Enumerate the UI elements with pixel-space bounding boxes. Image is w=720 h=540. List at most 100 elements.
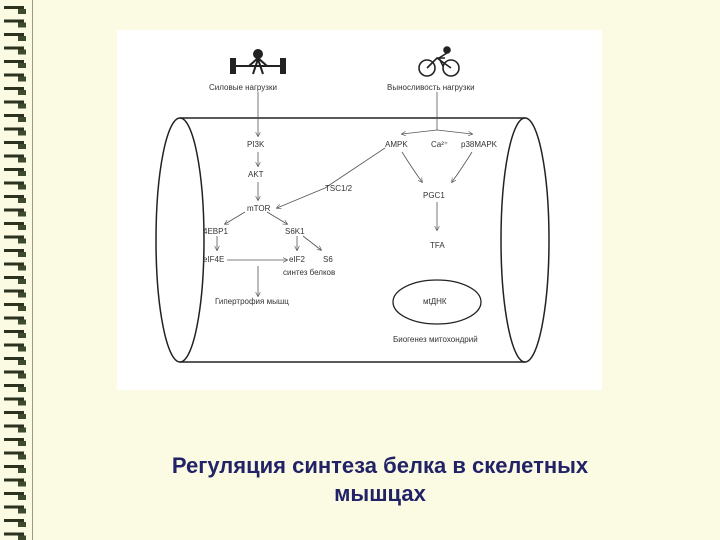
spiral-ring-hole <box>18 9 26 14</box>
spiral-ring-hole <box>18 495 26 500</box>
node-eif4e: eIF4E <box>203 255 225 264</box>
spiral-ring-hole <box>18 414 26 419</box>
node-ca: Ca²⁺ <box>431 140 449 149</box>
spiral-ring-hole <box>18 265 26 271</box>
spiral-ring-hole <box>18 508 26 514</box>
spiral-ring <box>4 33 24 36</box>
slide-title: Регуляция синтеза белка в скелетных мышц… <box>90 452 670 508</box>
spiral-ring <box>4 87 24 90</box>
spiral-ring <box>4 424 24 428</box>
node-pi3k: PI3K <box>247 140 265 149</box>
spiral-ring-hole <box>18 63 26 68</box>
spiral-ring-hole <box>18 427 26 433</box>
spiral-binding-decoration <box>4 6 26 540</box>
spiral-ring-hole <box>18 36 26 41</box>
spiral-ring-hole <box>18 306 26 311</box>
spiral-ring-hole <box>18 454 26 460</box>
spiral-ring-hole <box>18 346 26 352</box>
node-mtdna: мtДНК <box>423 297 447 306</box>
spiral-ring-hole <box>18 90 26 95</box>
spiral-ring-hole <box>18 292 26 298</box>
node-mtor: mTOR <box>247 204 271 213</box>
spiral-ring <box>4 303 24 306</box>
spiral-ring <box>4 46 24 50</box>
spiral-ring-hole <box>18 522 26 527</box>
node-pgc1: PGC1 <box>423 191 445 200</box>
spiral-ring <box>4 343 24 347</box>
spiral-ring <box>4 195 24 198</box>
spiral-ring <box>4 451 24 455</box>
spiral-ring <box>4 100 24 104</box>
cyclist-icon <box>418 46 460 77</box>
spiral-ring-hole <box>18 481 26 487</box>
node-akt: AKT <box>248 170 264 179</box>
spiral-ring <box>4 114 24 117</box>
node-p38mapk: p38MAPK <box>461 140 498 149</box>
spiral-ring-hole <box>18 319 26 325</box>
spiral-ring-hole <box>18 400 26 406</box>
spiral-ring <box>4 492 24 495</box>
spiral-ring <box>4 276 24 279</box>
spiral-ring <box>4 438 24 441</box>
node-tsc: TSC1/2 <box>325 184 353 193</box>
spiral-ring <box>4 181 24 185</box>
spiral-ring <box>4 384 24 387</box>
muscle-fiber-right-end <box>500 117 550 363</box>
spiral-ring <box>4 208 24 212</box>
spiral-ring <box>4 478 24 482</box>
spiral-ring <box>4 249 24 252</box>
input-left-label: Силовые нагрузки <box>209 83 277 92</box>
node-ampk: AMPK <box>385 140 408 149</box>
slide-title-line-1: Регуляция синтеза белка в скелетных <box>171 453 589 478</box>
spiral-ring <box>4 397 24 401</box>
spiral-ring-hole <box>18 117 26 122</box>
spiral-ring <box>4 532 24 536</box>
spiral-ring-hole <box>18 144 26 149</box>
spiral-ring <box>4 505 24 509</box>
pathway-diagram <box>155 46 550 363</box>
spiral-ring <box>4 289 24 293</box>
spiral-ring-hole <box>18 333 26 338</box>
node-tfa: TFA <box>430 241 445 250</box>
node-s6k1: S6K1 <box>285 227 305 236</box>
spiral-ring-hole <box>18 468 26 473</box>
muscle-fiber-left-end <box>155 117 205 363</box>
input-right-label: Выносливость нагрузки <box>387 83 475 92</box>
spiral-ring-hole <box>18 211 26 217</box>
weightlifter-icon <box>230 49 286 75</box>
spiral-ring <box>4 519 24 522</box>
node-s6: S6 <box>323 255 333 264</box>
spiral-ring-hole <box>18 535 26 540</box>
node-4ebp1: 4EBP1 <box>203 227 228 236</box>
node-eif2: eIF2 <box>289 255 306 264</box>
spiral-ring-hole <box>18 198 26 203</box>
spiral-ring <box>4 316 24 320</box>
mtdna-ellipse <box>392 279 482 325</box>
spiral-ring <box>4 6 24 9</box>
spiral-ring <box>4 127 24 131</box>
spiral-ring-hole <box>18 238 26 244</box>
node-hypertrophy: Гипертрофия мышц <box>215 297 289 306</box>
notebook-margin-line <box>32 0 33 540</box>
spiral-ring <box>4 154 24 158</box>
node-mito-biogenesis: Биогенез митохондрий <box>393 335 478 344</box>
spiral-ring <box>4 60 24 63</box>
node-protein-synthesis: синтез белков <box>283 268 336 277</box>
diagram-panel: Силовые нагрузки Выносливость нагрузки P… <box>117 30 602 390</box>
spiral-ring-hole <box>18 76 26 82</box>
spiral-ring-hole <box>18 279 26 284</box>
muscle-fiber-outline <box>180 117 525 363</box>
spiral-ring <box>4 411 24 414</box>
spiral-ring <box>4 465 24 468</box>
spiral-ring-hole <box>18 184 26 190</box>
spiral-ring-hole <box>18 252 26 257</box>
spiral-ring <box>4 19 24 23</box>
spiral-ring-hole <box>18 225 26 230</box>
slide-title-line-2: мышцах <box>334 481 426 506</box>
spiral-ring <box>4 330 24 333</box>
spiral-ring-hole <box>18 171 26 176</box>
spiral-ring <box>4 222 24 225</box>
spiral-ring <box>4 141 24 144</box>
spiral-ring <box>4 168 24 171</box>
spiral-ring-hole <box>18 130 26 136</box>
